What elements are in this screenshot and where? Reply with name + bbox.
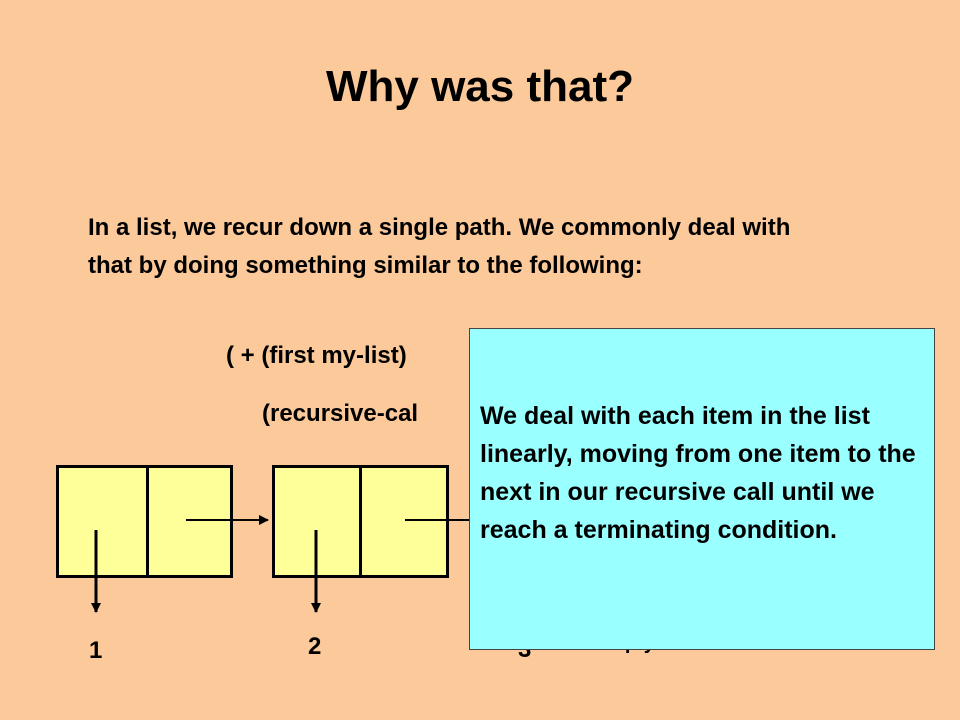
cell-divider (146, 468, 149, 575)
code-line-1: ( + (first my-list) (226, 342, 407, 369)
intro-text: In a list, we recur down a single path. … (88, 214, 791, 279)
explanation-callout: We deal with each item in the list linea… (469, 328, 935, 650)
slide-title: Why was that? (325, 62, 635, 111)
list-value-2: 2 (308, 633, 322, 660)
code-line-2: (recursive-cal (262, 400, 419, 427)
cell-divider (359, 468, 362, 575)
list-cell-1 (56, 465, 233, 578)
list-cell-2 (272, 465, 449, 578)
callout-text: We deal with each item in the list linea… (480, 402, 916, 544)
list-value-1: 1 (89, 637, 103, 664)
